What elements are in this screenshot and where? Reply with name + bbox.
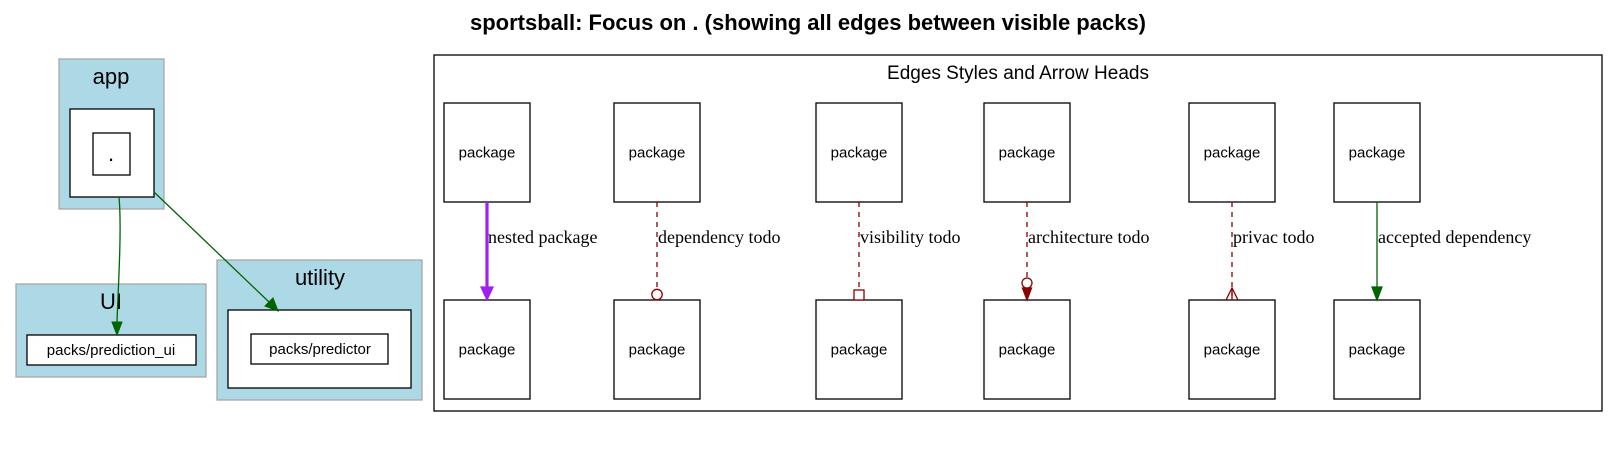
diagram-title: sportsball: Focus on . (showing all edge… bbox=[470, 10, 1146, 35]
legend-edge-label: architecture todo bbox=[1028, 227, 1149, 247]
legend-node-label: package bbox=[999, 342, 1056, 359]
legend-target-node bbox=[1333, 299, 1421, 400]
cluster-app: app . bbox=[58, 58, 165, 210]
legend-target-node bbox=[1188, 299, 1276, 400]
prediction-ui-label: packs/prediction_ui bbox=[47, 342, 175, 359]
predictor-node bbox=[250, 333, 389, 365]
legend-edge-accepted-dependency: package package accepted dependency bbox=[1333, 102, 1531, 400]
legend-source-node bbox=[1188, 102, 1276, 203]
legend-edge-dependency-todo: package package dependency todo bbox=[613, 102, 780, 400]
legend-edge-label: dependency todo bbox=[658, 227, 780, 247]
arrowhead-odot bbox=[651, 288, 663, 301]
cluster-utility-label: utility bbox=[295, 265, 345, 290]
legend-node-label: package bbox=[831, 342, 888, 359]
legend-node-label: package bbox=[831, 145, 888, 162]
legend-node-label: package bbox=[1204, 145, 1261, 162]
focus-pack-label: . bbox=[108, 141, 114, 166]
legend-target-node bbox=[815, 299, 903, 400]
legend-node-label: package bbox=[999, 145, 1056, 162]
app-to-ui-edge bbox=[111, 196, 123, 337]
legend-source-node bbox=[815, 102, 903, 203]
cluster-app-label: app bbox=[93, 64, 130, 89]
legend-edge-label: nested package bbox=[488, 227, 597, 247]
legend-edge-privac-todo: package package privac todo bbox=[1188, 102, 1314, 400]
legend-target-node bbox=[443, 299, 531, 400]
legend-node-label: package bbox=[1349, 342, 1406, 359]
legend-node-label: package bbox=[459, 342, 516, 359]
cluster-utility: utility packs/predictor bbox=[216, 259, 423, 401]
legend-node-label: package bbox=[1204, 342, 1261, 359]
legend-edge-label: privac todo bbox=[1233, 227, 1314, 247]
legend-node-label: package bbox=[459, 145, 516, 162]
legend-edge-visibility-todo: package package visibility todo bbox=[815, 102, 961, 400]
legend-source-node bbox=[443, 102, 531, 203]
legend-cluster: Edges Styles and Arrow Heads packagepack… bbox=[433, 54, 1603, 412]
legend-title: Edges Styles and Arrow Heads bbox=[887, 63, 1149, 84]
app-to-utility-edge bbox=[153, 191, 279, 312]
predictor-label: packs/predictor bbox=[269, 341, 371, 358]
legend-source-node bbox=[613, 102, 701, 203]
legend-edge-label: visibility todo bbox=[860, 227, 961, 247]
arrowhead-odot bbox=[1021, 277, 1033, 289]
arrowhead-normal bbox=[479, 286, 495, 302]
cluster-ui: UI packs/prediction_ui bbox=[15, 283, 207, 378]
arrowhead-obox bbox=[853, 289, 865, 301]
focus-pack-node bbox=[92, 132, 131, 176]
legend-target-node bbox=[983, 299, 1071, 400]
legend-edge-nested-package: package package nested package bbox=[443, 102, 597, 400]
arrowhead-normal bbox=[1371, 286, 1383, 302]
legend-source-node bbox=[983, 102, 1071, 203]
cluster-ui-label: UI bbox=[100, 289, 122, 314]
legend-node-label: package bbox=[1349, 145, 1406, 162]
legend-edge-architecture-todo: package package architecture todo bbox=[983, 102, 1149, 400]
legend-target-node bbox=[613, 299, 701, 400]
prediction-ui-node bbox=[26, 334, 197, 366]
legend-node-label: package bbox=[629, 145, 686, 162]
legend-edge-label: accepted dependency bbox=[1378, 227, 1531, 247]
legend-node-label: package bbox=[629, 342, 686, 359]
